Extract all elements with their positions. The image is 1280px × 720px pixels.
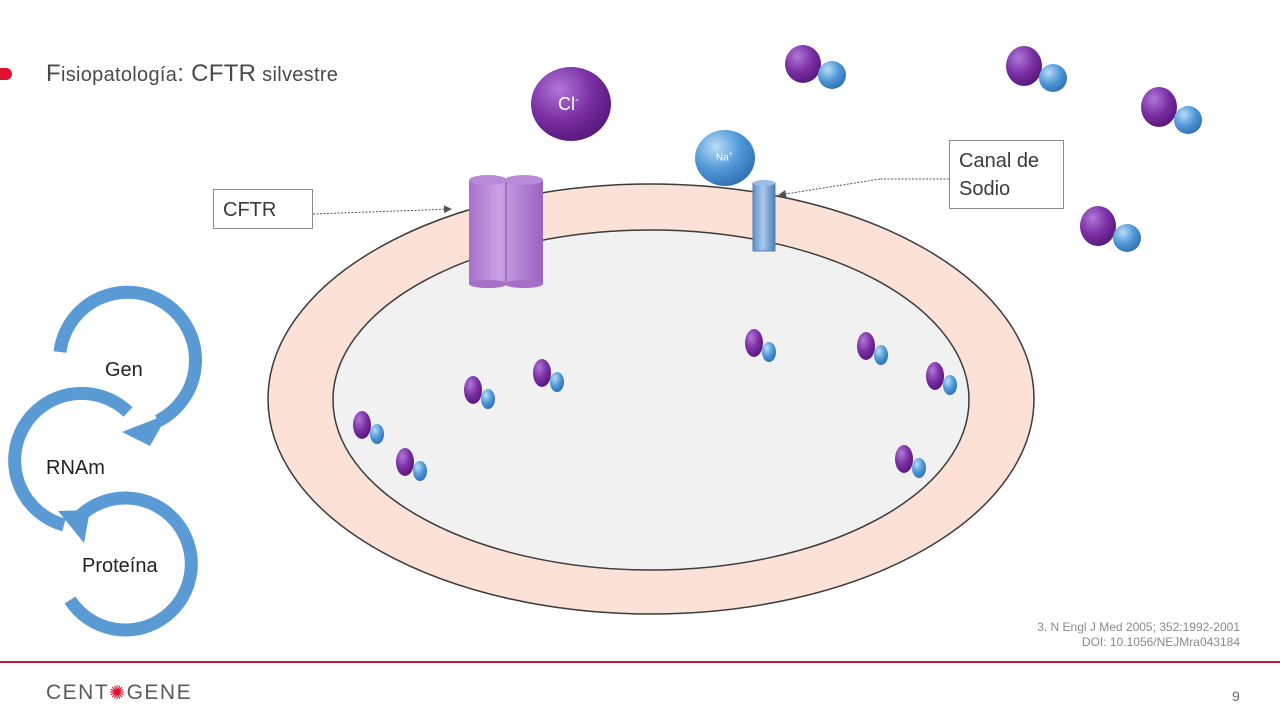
- logo-star-icon: ✺: [109, 683, 127, 704]
- nacl-molecule: [857, 332, 888, 365]
- cycle-arrowheads: [58, 414, 168, 543]
- cycle-arrow-proteina: [64, 491, 198, 637]
- cftr-channel: [469, 175, 543, 288]
- arrowhead-icon: [122, 414, 168, 446]
- nacl-molecule: [396, 448, 427, 481]
- cycle-label-proteina: Proteína: [82, 555, 158, 577]
- reference-doi: DOI: 10.1056/NEJMra043184: [1081, 635, 1240, 649]
- reference-citation: 3. N Engl J Med 2005; 352:1992-2001 DOI:…: [1037, 620, 1240, 650]
- cycle-arrow-rnam: [8, 386, 133, 532]
- nacl-molecule: [1080, 206, 1141, 252]
- nacl-molecule: [1141, 87, 1202, 134]
- nacl-molecule: [785, 45, 846, 89]
- sodium-channel: [752, 180, 776, 252]
- sodium-label: Na+: [716, 151, 733, 164]
- arrowhead-icon: [58, 510, 90, 543]
- nacl-molecule: [464, 376, 495, 409]
- cycle-label-rnam: RNAm: [46, 457, 105, 479]
- page-number: 9: [1232, 688, 1240, 704]
- chloride-ion: [531, 67, 611, 141]
- cycle-label-gen: Gen: [105, 359, 143, 381]
- cftr-leader-arrow: [312, 205, 452, 215]
- nacl-molecule: [926, 362, 957, 395]
- reference-line: 3. N Engl J Med 2005; 352:1992-2001: [1037, 620, 1240, 634]
- chloride-label: Cl-: [558, 94, 579, 114]
- sodium-leader-arrow: [778, 178, 881, 198]
- nacl-molecule: [353, 411, 384, 444]
- nacl-molecule: [1006, 46, 1067, 92]
- nacl-molecule: [895, 445, 926, 478]
- cytoplasm: [332, 229, 970, 571]
- centogene-logo: CENT✺GENE: [46, 681, 193, 704]
- title-bullet: [0, 68, 12, 80]
- cycle-arrow-gen: [53, 285, 202, 427]
- nacl-molecule: [745, 329, 776, 362]
- expression-cycle: [8, 285, 202, 637]
- sodium-ion: [695, 130, 755, 186]
- slide-title: Fisiopatología: CFTR silvestre: [46, 60, 339, 87]
- nacl-molecule: [533, 359, 564, 392]
- footer-divider: [0, 661, 1280, 663]
- cftr-callout: CFTR: [213, 189, 313, 229]
